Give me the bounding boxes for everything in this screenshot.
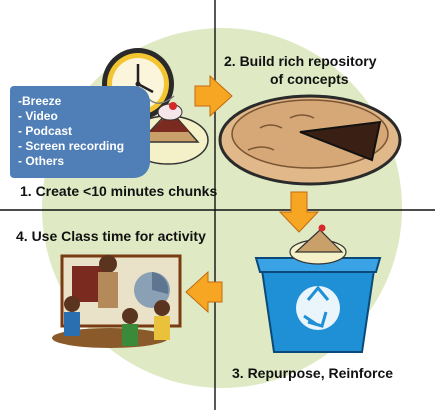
arrow-left-icon xyxy=(185,270,223,314)
step4-label: 4. Use Class time for activity xyxy=(16,228,206,244)
format-item-video: - Video xyxy=(18,109,58,123)
whole-pie-icon xyxy=(218,94,402,186)
step2-label-line1: 2. Build rich repository xyxy=(224,53,377,69)
recycle-bin-icon xyxy=(254,224,382,353)
arrow-down-icon xyxy=(278,191,320,233)
format-list-box: -Breeze - Video - Podcast - Screen recor… xyxy=(10,86,150,178)
format-list: -Breeze - Video - Podcast - Screen recor… xyxy=(10,86,150,169)
arrow-right-icon xyxy=(194,74,233,118)
step1-label: 1. Create <10 minutes chunks xyxy=(20,183,218,199)
step2-label-line2: of concepts xyxy=(270,71,349,87)
format-item-podcast: - Podcast xyxy=(18,124,73,138)
format-item-screen-recording: - Screen recording xyxy=(18,139,125,153)
format-item-breeze: -Breeze xyxy=(18,94,62,108)
step3-label: 3. Repurpose, Reinforce xyxy=(232,365,394,381)
classroom-icon xyxy=(52,254,182,348)
format-item-others: - Others xyxy=(18,154,65,168)
